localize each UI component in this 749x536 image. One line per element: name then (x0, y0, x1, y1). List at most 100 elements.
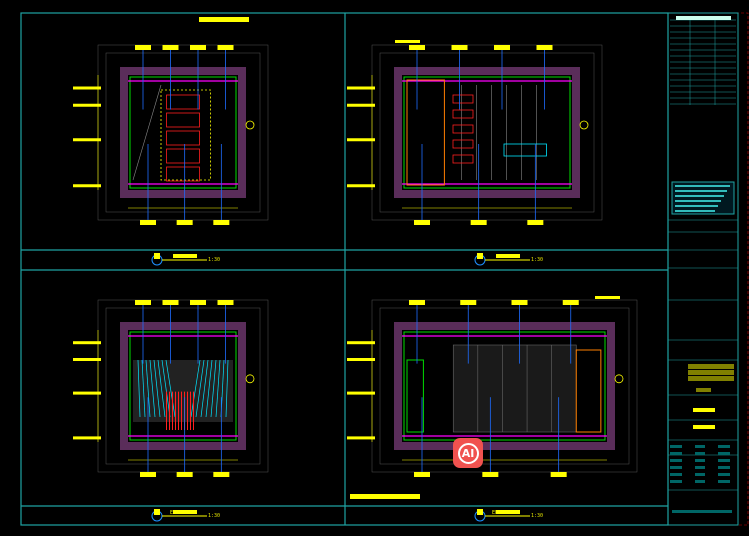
panel-3-curtain-left (141, 359, 146, 418)
panel-3-callout-top (135, 300, 151, 305)
scale-label-top-right: 1:30 (531, 257, 544, 263)
panel-2-shelf (452, 94, 474, 104)
panel-1-callout-top (217, 45, 234, 50)
panel-4-callout-bottom (414, 472, 430, 477)
panel-3-curtain-right (210, 359, 217, 418)
panel-1-panel (166, 148, 200, 164)
title-yellow (693, 408, 715, 412)
panel-3-callout-bottom (213, 472, 230, 477)
title-cell (718, 445, 730, 448)
project-info-text (675, 210, 715, 212)
panel-2-callout-bottom (414, 220, 430, 225)
title-cell (718, 480, 730, 483)
panel-3-level-mark (73, 341, 101, 345)
panel-2-green-frame (403, 76, 571, 189)
panel-3-curtain-left (149, 359, 156, 418)
title-cell (670, 452, 682, 455)
panel-3-callout-bottom (176, 472, 193, 477)
panel-3-curtain-right (215, 359, 221, 418)
title-cell (695, 480, 705, 483)
panel-3-curtain-left (153, 359, 161, 418)
panel-1-title-tag (199, 17, 249, 22)
scale-label-bottom-left: 1:30 (208, 513, 221, 519)
ai-assistant-button[interactable]: AI (453, 438, 483, 468)
panel-1-callout-bottom (213, 220, 230, 225)
panel-2-outline-inner (379, 52, 595, 213)
panel-4-callout-top (409, 300, 425, 305)
title-cell (670, 466, 682, 469)
panel-3-curtain-left (161, 359, 171, 418)
panel-3-curtain-left (157, 359, 166, 418)
view-marker-2-flag (477, 253, 483, 259)
panel-4-level-mark (347, 358, 375, 361)
panel-1-level-mark (73, 103, 101, 107)
panel-3-callout-bottom (140, 472, 156, 477)
title-cell (718, 452, 730, 455)
panel-title-bottom-left: ELEVATION (170, 510, 198, 516)
title-cell (695, 452, 705, 455)
panel-4-door (575, 349, 602, 433)
project-info-text (675, 205, 718, 207)
panel-3-curtain-right (190, 359, 201, 418)
panel-3-level-mark (73, 358, 101, 361)
panel-2-callout-top (494, 45, 510, 50)
panel-1-level-mark (73, 86, 101, 90)
panel-2-tag (395, 40, 420, 43)
panel-1-green-frame (129, 76, 237, 189)
title-cell (670, 473, 682, 476)
panel-1-panel (166, 94, 200, 110)
panel-2-shelf (452, 109, 474, 119)
panel-4-green-frame (403, 331, 606, 441)
panel-2-section-bubble (579, 120, 589, 130)
panel-2-level-mark (347, 138, 375, 142)
ai-badge-text: AI (457, 442, 479, 464)
panel-3-outline-inner (105, 307, 261, 465)
title-fill (696, 388, 711, 392)
panel-2-callout-bottom (470, 220, 487, 225)
view-marker-1-name-block (173, 254, 197, 258)
title-cell (695, 445, 705, 448)
title-yellow (693, 425, 715, 429)
panel-4-callout-bottom (482, 472, 499, 477)
panel-4-callout-top (562, 300, 579, 305)
panel-3-curtain-left (145, 359, 151, 418)
panel-1-callout-top (135, 45, 151, 50)
title-fill (688, 364, 734, 369)
panel-4-callout-bottom (550, 472, 567, 477)
panel-4-mirror (406, 359, 424, 433)
panel-1-panel (166, 166, 200, 182)
panel-2-shelf (452, 139, 474, 149)
panel-2-door (406, 79, 445, 186)
title-block (667, 12, 739, 526)
panel-1-panel (166, 130, 200, 146)
panel-2-callout-top (451, 45, 468, 50)
panel-1-selection (160, 89, 211, 181)
panel-1-section-bubble (245, 120, 255, 130)
panel-2-level-mark (347, 103, 375, 107)
title-fill (688, 376, 734, 381)
panel-4-callout-top (460, 300, 477, 305)
title-cell (695, 466, 705, 469)
panel-4-wall-panel (452, 344, 577, 433)
title-fill (688, 370, 734, 375)
project-info-text (675, 190, 727, 192)
title-cell (695, 473, 705, 476)
view-marker-2-name-block (496, 254, 520, 258)
title-cell (718, 466, 730, 469)
panel-3-callout-top (162, 300, 179, 305)
panel-3-level-mark (73, 391, 101, 395)
view-marker-1-flag (154, 253, 160, 259)
panel-3-curtain-right (200, 359, 209, 418)
panel-1-callout-bottom (176, 220, 193, 225)
panel-4-callout-top (511, 300, 528, 305)
panel-2-vanity (503, 143, 547, 157)
panel-4-outline-inner (379, 307, 630, 465)
panel-1-level-mark (73, 138, 101, 142)
panel-2-shelf (452, 124, 474, 134)
panel-1-room (128, 75, 238, 190)
panel-1-callout-top (162, 45, 179, 50)
view-marker-4-flag (477, 509, 483, 515)
project-info-text (675, 195, 724, 197)
panel-3-level-mark (73, 436, 101, 440)
